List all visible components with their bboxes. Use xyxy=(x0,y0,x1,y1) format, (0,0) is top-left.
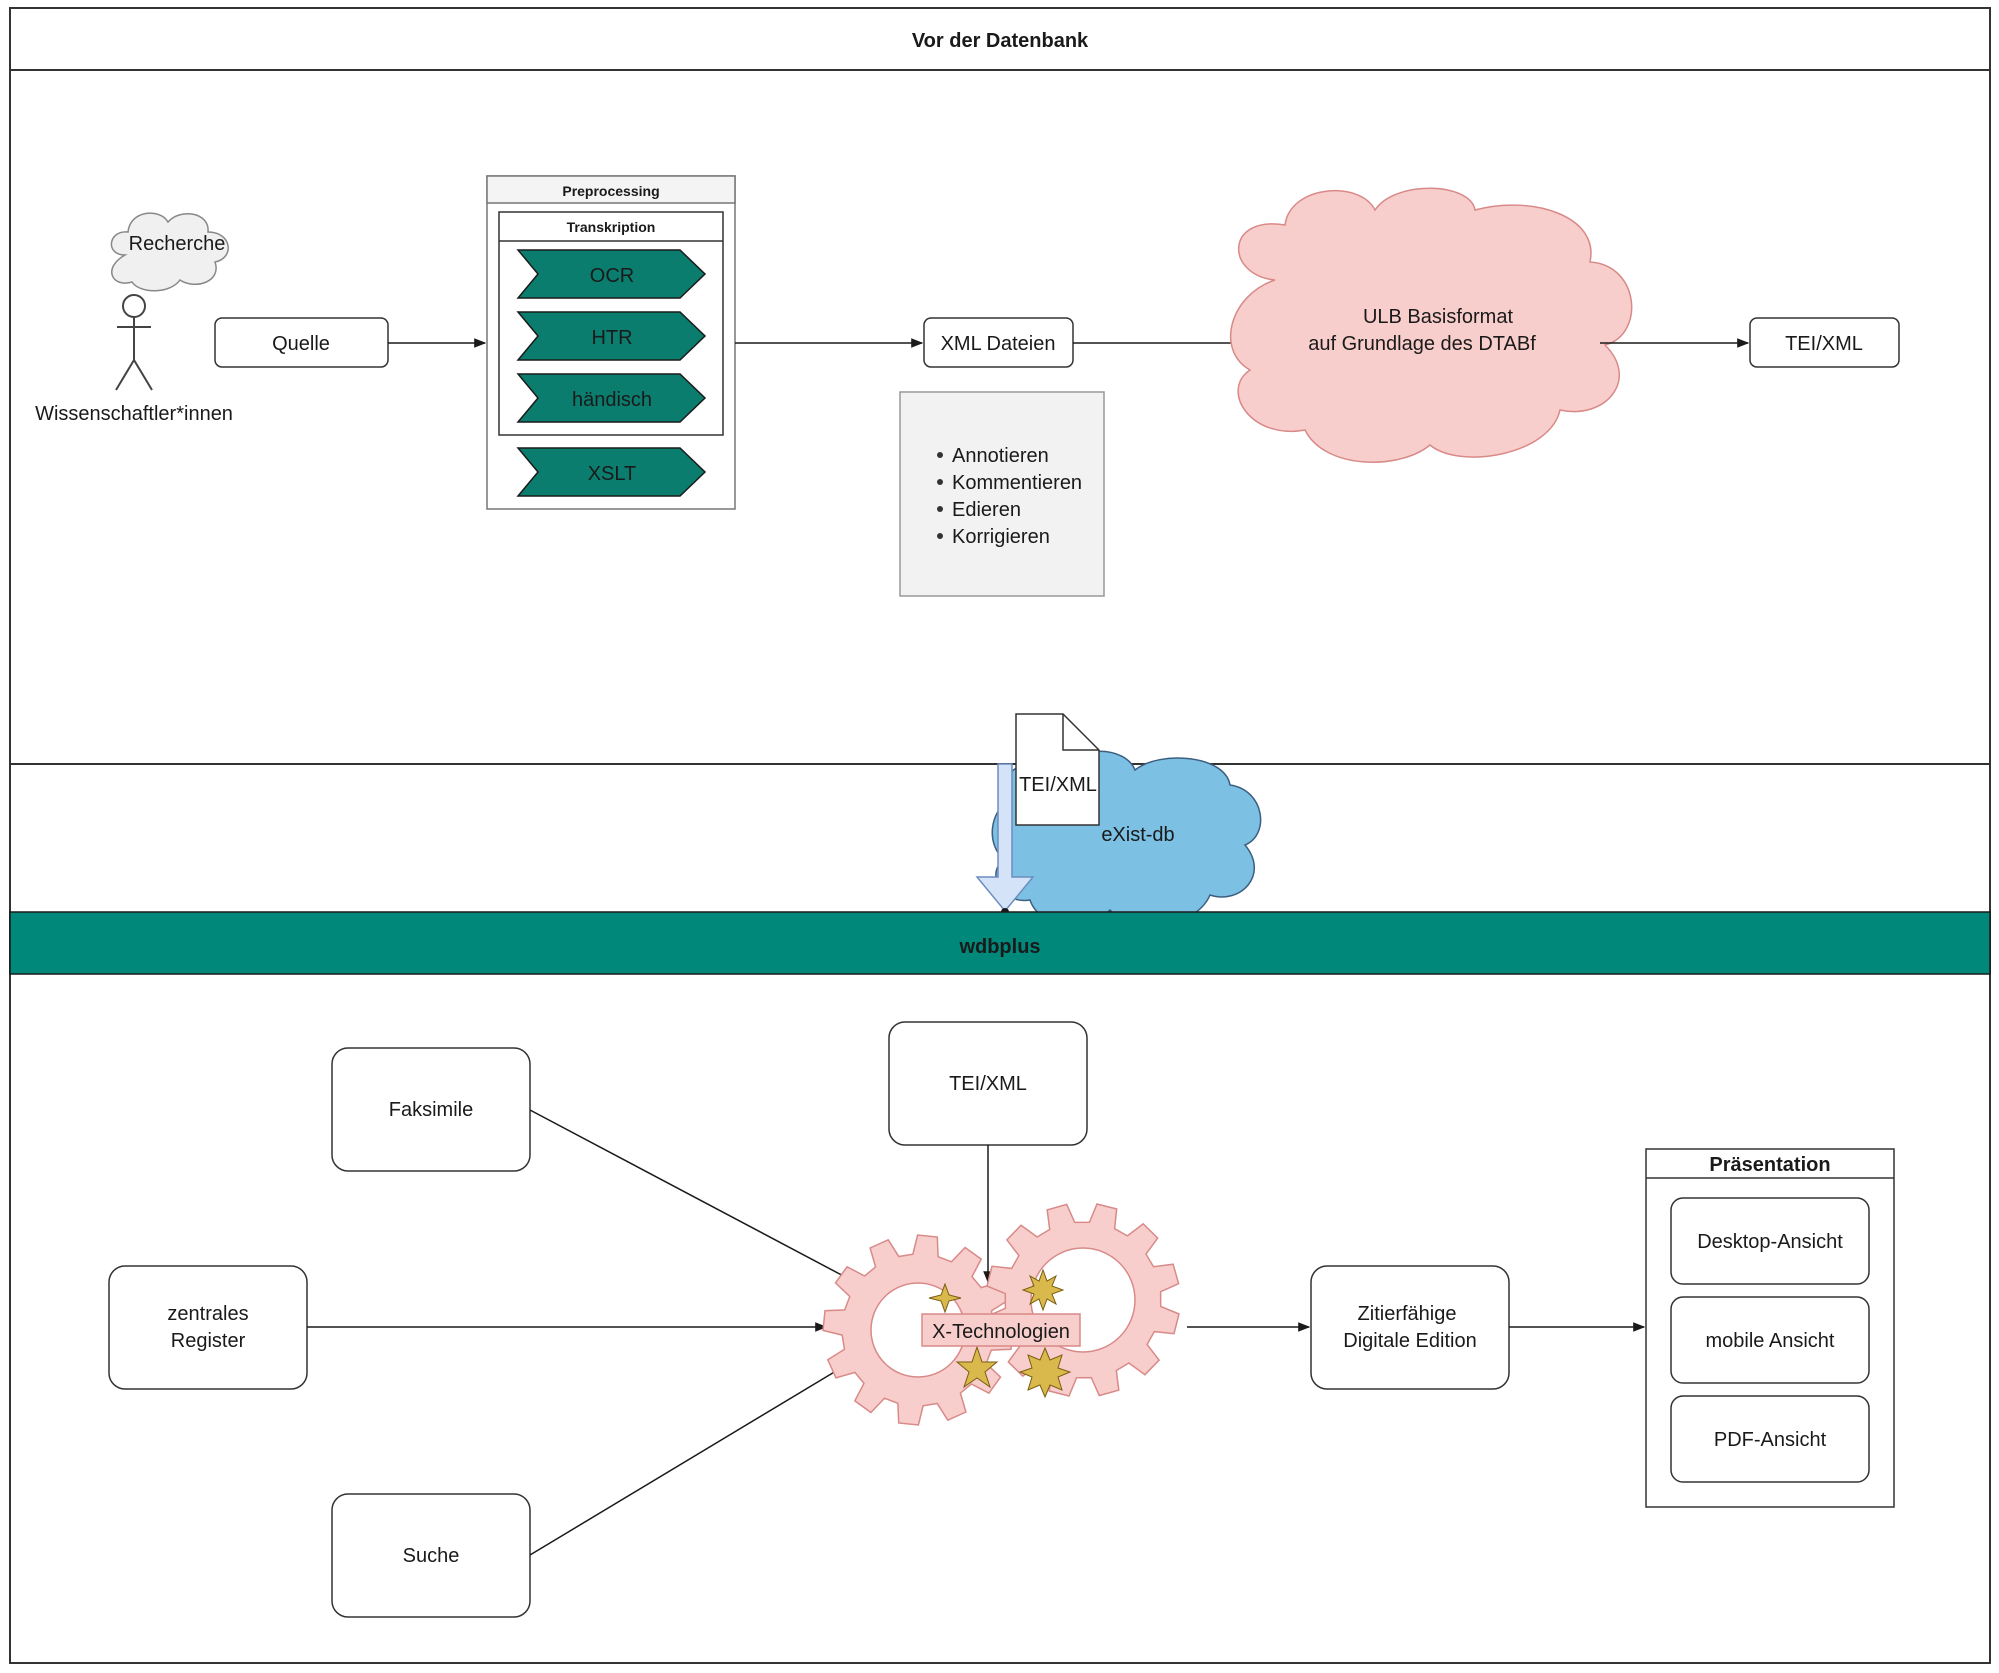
gear-icon xyxy=(986,1203,1180,1397)
view-desktop-label: Desktop-Ansicht xyxy=(1697,1231,1843,1253)
step-xslt-label: XSLT xyxy=(588,463,637,485)
tei-output-label: TEI/XML xyxy=(1785,333,1863,355)
xml-files-label: XML Dateien xyxy=(941,333,1056,355)
star-icon xyxy=(1018,1346,1072,1399)
top-section-title: Vor der Datenbank xyxy=(912,30,1089,52)
gears-icon xyxy=(822,1203,1180,1426)
task-item-annotate: Annotieren xyxy=(952,445,1049,467)
wdbplus-title: wdbplus xyxy=(958,936,1040,958)
register-line2: Register xyxy=(171,1330,246,1352)
view-mobile-label: mobile Ansicht xyxy=(1706,1330,1835,1352)
task-item-comment: Kommentieren xyxy=(952,472,1082,494)
step-ocr-label: OCR xyxy=(590,265,634,287)
base-format-cloud xyxy=(1229,187,1633,463)
facsimile-label: Faksimile xyxy=(389,1099,473,1121)
task-bullet xyxy=(937,479,943,485)
sparkle-icon xyxy=(928,1282,962,1314)
database-label: eXist-db xyxy=(1101,824,1174,846)
tei-input-label: TEI/XML xyxy=(949,1073,1027,1095)
task-bullet xyxy=(937,452,943,458)
document-fold xyxy=(1062,714,1099,751)
actor-icon xyxy=(115,294,153,391)
step-ocr-shape xyxy=(516,249,707,299)
register-box xyxy=(108,1265,308,1390)
research-cloud-label: Recherche xyxy=(129,233,226,255)
base-format-line1: ULB Basisformat xyxy=(1363,306,1513,328)
task-bullet xyxy=(937,533,943,539)
technology-label: X-Technologien xyxy=(932,1321,1070,1343)
database-import-arrow xyxy=(975,763,1035,913)
task-item-edit: Edieren xyxy=(952,499,1021,521)
source-label: Quelle xyxy=(272,333,330,355)
step-manual-shape xyxy=(516,373,707,423)
step-htr-shape xyxy=(516,311,707,361)
facsimile-box xyxy=(331,1047,531,1172)
task-bullet xyxy=(937,506,943,512)
tasks-note xyxy=(899,391,1105,597)
view-mobile-box xyxy=(1670,1296,1870,1384)
edge-facsimile-to-tech xyxy=(529,1109,853,1281)
task-item-correct: Korrigieren xyxy=(952,526,1050,548)
preprocessing-title: Preprocessing xyxy=(562,183,659,199)
edge-search-to-tech xyxy=(529,1364,848,1556)
step-htr-label: HTR xyxy=(591,327,632,349)
view-pdf-label: PDF-Ansicht xyxy=(1714,1429,1827,1451)
register-line1: zentrales xyxy=(167,1303,248,1325)
view-desktop-box xyxy=(1670,1197,1870,1285)
view-pdf-box xyxy=(1670,1395,1870,1483)
tei-output-box xyxy=(1749,317,1900,368)
technology-label-box xyxy=(921,1313,1081,1347)
transcription-title: Transkription xyxy=(567,219,656,235)
search-box xyxy=(331,1493,531,1618)
step-xslt-shape xyxy=(516,447,707,497)
gear-icon xyxy=(822,1234,1014,1426)
edition-line2: Digitale Edition xyxy=(1343,1330,1476,1352)
edition-box xyxy=(1310,1265,1510,1390)
presentation-title: Präsentation xyxy=(1709,1154,1830,1176)
tei-document-label: TEI/XML xyxy=(1019,774,1097,796)
preprocessing-header xyxy=(486,175,736,204)
tei-document-shape xyxy=(1015,713,1100,826)
search-label: Suche xyxy=(403,1545,460,1567)
base-format-line2: auf Grundlage des DTABf xyxy=(1308,333,1536,355)
edition-line1: Zitierfähige xyxy=(1358,1303,1457,1325)
step-manual-label: händisch xyxy=(572,389,652,411)
wdbplus-banner xyxy=(9,911,1991,975)
actor-label: Wissenschaftler*innen xyxy=(35,403,233,425)
star-icon xyxy=(1021,1268,1065,1312)
star-icon xyxy=(955,1345,999,1389)
research-cloud xyxy=(110,212,229,292)
